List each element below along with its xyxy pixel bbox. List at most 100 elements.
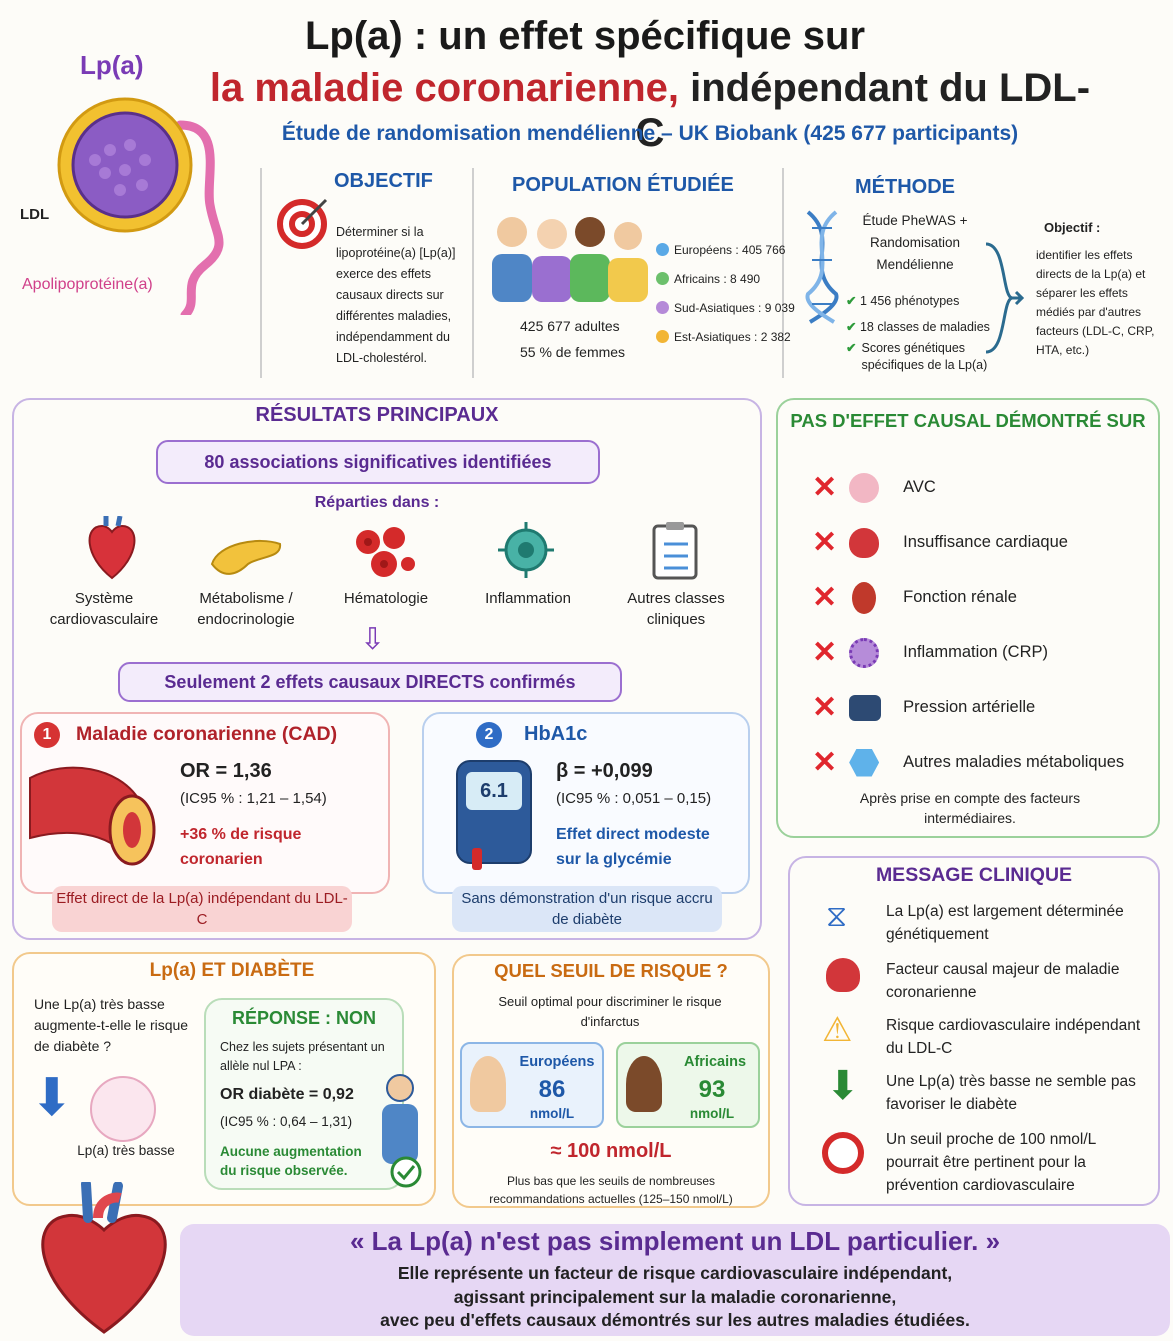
diabete-question: Une Lp(a) très basse augmente-t-elle le …: [34, 996, 189, 1054]
message-item: Un seuil proche de 100 nmol/L pourrait ê…: [886, 1131, 1096, 1194]
cad-footer: Effet direct de la Lp(a) indépendant du …: [52, 886, 352, 932]
divider: [472, 168, 474, 378]
seuil-af-value: 93: [698, 1076, 726, 1103]
dna-icon: [805, 210, 839, 324]
pas-effet-item: ✕Autres maladies métaboliques: [812, 745, 1125, 779]
associations-pill: 80 associations significatives identifié…: [156, 440, 600, 484]
cross-icon: ✕: [812, 580, 838, 614]
title-line-2: la maladie coronarienne, indépendant du …: [200, 66, 1100, 156]
category-cardiovasculaire: Système cardiovasculaire: [49, 590, 159, 628]
quote-line: Elle représente un facteur de risque car…: [397, 1263, 953, 1283]
heart-icon: [88, 516, 136, 580]
particle-label-apo: Apolipoprotéine(a): [22, 276, 153, 293]
methode-objectif-label: Objectif :: [1044, 220, 1101, 235]
pas-effet-panel: [776, 398, 1160, 838]
hba1c-title: HbA1c: [524, 723, 588, 745]
category-autres: Autres classes cliniques: [627, 590, 725, 628]
quote-band: [180, 1224, 1170, 1336]
glucometer-icon: 6.1: [456, 760, 532, 864]
cross-icon: ✕: [812, 635, 838, 669]
pas-effet-item: ✕Pression artérielle: [812, 690, 1036, 724]
seuil-heading: QUEL SEUIL DE RISQUE ?: [494, 960, 728, 981]
brain-icon: [849, 472, 880, 503]
particle-label-lpa: Lp(a): [80, 50, 144, 80]
message-item: La Lp(a) est largement déterminée généti…: [886, 903, 1124, 943]
title-line-1: Lp(a) : un effet spécifique sur: [304, 14, 866, 58]
pas-effet-item: ✕Fonction rénale: [812, 580, 1017, 614]
diabete-low-label: Lp(a) très basse: [77, 1143, 175, 1158]
quote-lines: Elle représente un facteur de risque car…: [200, 1262, 1150, 1333]
molecule-icon: [849, 748, 880, 777]
population-group-est-asiatiques: Est-Asiatiques : 2 382: [656, 323, 795, 352]
population-group-sud-asiatiques: Sud-Asiatiques : 9 039: [656, 294, 795, 323]
heart-icon: [826, 958, 860, 992]
quote-main: « La Lp(a) n'est pas simplement un LDL p…: [349, 1226, 1001, 1256]
hba1c-number-badge: 2: [476, 722, 502, 748]
seuil-af-unit: nmol/L: [689, 1106, 735, 1121]
methode-heading: MÉTHODE: [855, 176, 955, 198]
blood-pressure-icon: [849, 694, 882, 721]
lpa-particle-illustration: [57, 97, 224, 315]
diabete-heading: Lp(a) ET DIABÈTE: [149, 960, 315, 981]
hba1c-beta: β = +0,099: [556, 760, 653, 782]
cross-icon: ✕: [812, 690, 838, 724]
blood-drop-icon: [472, 848, 482, 870]
cross-icon: ✕: [812, 525, 838, 559]
message-item: Facteur causal majeur de maladie coronar…: [886, 961, 1120, 1001]
population-adults: 425 677 adultes: [520, 318, 620, 334]
diabete-chez: Chez les sujets présentant un allèle nul…: [220, 1040, 385, 1073]
pancreas-icon: [210, 540, 282, 575]
hba1c-ic: (IC95 % : 0,051 – 0,15): [556, 790, 712, 807]
methode-objectif-text: identifier les effets directs de la Lp(a…: [1036, 248, 1155, 357]
seuil-approx: ≈ 100 nmol/L: [550, 1140, 672, 1162]
reponse-box: [204, 998, 404, 1190]
seuil-eu-label: Européens: [519, 1054, 595, 1070]
clipboard-icon: [652, 522, 698, 580]
pas-effet-note: Après prise en compte des facteurs inter…: [859, 790, 1081, 826]
message-heading: MESSAGE CLINIQUE: [875, 864, 1073, 886]
blood-cells-icon: [356, 527, 415, 577]
hba1c-effect: Effet direct modeste sur la glycémie: [556, 826, 710, 868]
artery-icon: [29, 766, 156, 866]
hba1c-footer: Sans démonstration d'un risque accru de …: [452, 886, 722, 932]
down-arrow-icon: ⇩: [360, 623, 386, 656]
quote-line: avec peu d'effets causaux démontrés sur …: [380, 1310, 970, 1330]
diabete-or: OR diabète = 0,92: [220, 1086, 354, 1103]
pas-effet-item: ✕Insuffisance cardiaque: [812, 525, 1068, 559]
cross-icon: ✕: [812, 745, 838, 779]
resultats-panel: [12, 398, 762, 940]
seuil-intro: Seuil optimal pour discriminer le risque…: [498, 994, 722, 1029]
population-group-europeens: Européens : 405 766: [656, 236, 795, 265]
message-panel: [788, 856, 1160, 1206]
down-arrow-icon: ⬇: [826, 1064, 860, 1108]
seuil-eu-unit: nmol/L: [529, 1106, 575, 1121]
target-icon: [277, 198, 328, 249]
category-metabolisme: Métabolisme / endocrinologie: [197, 590, 295, 628]
pas-effet-heading: PAS D'EFFET CAUSAL DÉMONTRÉ SUR: [790, 410, 1146, 431]
resultats-heading: RÉSULTATS PRINCIPAUX: [255, 404, 499, 426]
title-red-part: la maladie coronarienne,: [209, 66, 679, 110]
title-rest-part: indépendant du LDL-C: [635, 66, 1091, 155]
cad-risk: +36 % de risque coronarien: [180, 826, 302, 868]
cad-or: OR = 1,36: [180, 760, 272, 782]
diabete-ic: (IC95 % : 0,64 – 1,31): [220, 1114, 353, 1129]
methode-items: ✔ 1 456 phénotypes ✔ 18 classes de malad…: [846, 288, 996, 374]
category-inflammation: Inflammation: [485, 590, 571, 607]
objectif-heading: OBJECTIF: [334, 170, 433, 192]
objectif-text: Déterminer si la lipoprotéine(a) [Lp(a)]…: [336, 225, 456, 365]
person-icon: [470, 1056, 506, 1112]
category-hematologie: Hématologie: [343, 590, 429, 607]
methode-item: ✔ 1 456 phénotypes: [846, 294, 960, 308]
message-item: Une Lp(a) très basse ne semble pas favor…: [886, 1073, 1136, 1113]
message-item: Risque cardiovasculaire indépendant du L…: [886, 1017, 1141, 1057]
subtitle: Étude de randomisation mendélienne – UK …: [281, 122, 1019, 145]
heart-illustration-icon: [41, 1182, 167, 1334]
person-check-icon: [382, 1074, 422, 1188]
divider: [260, 168, 262, 378]
seuil-eu-value: 86: [538, 1076, 566, 1103]
inflammation-cell-icon: [849, 637, 880, 668]
methode-title: Étude PheWAS + Randomisation Mendélienne: [862, 213, 968, 272]
pas-effet-list: ✕AVC ✕Insuffisance cardiaque ✕Fonction r…: [812, 460, 1152, 790]
brace-arrow-icon: [985, 242, 1024, 354]
kidney-icon: [852, 581, 877, 614]
